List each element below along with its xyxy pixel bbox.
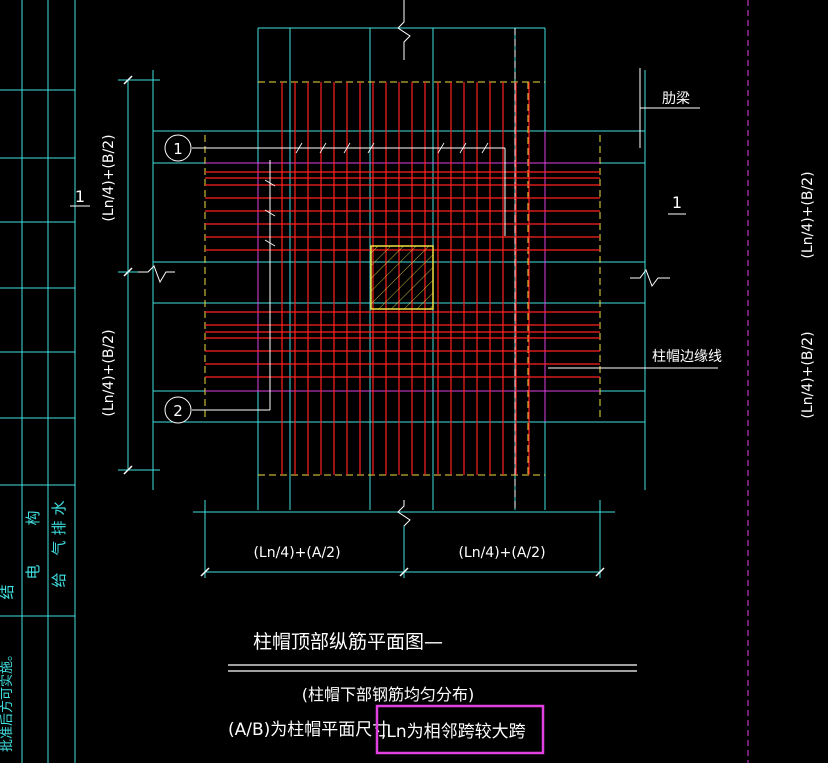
dimension-ticks bbox=[123, 75, 605, 577]
discipline-water-2: 排 bbox=[50, 520, 68, 535]
drawing-note-dimensions: (A/B)为柱帽平面尺寸 bbox=[228, 720, 389, 740]
discipline-structure-1: 结 bbox=[0, 584, 16, 599]
dimension-lines bbox=[118, 79, 601, 578]
title-block bbox=[0, 0, 76, 763]
callout-2: 2 bbox=[164, 396, 192, 424]
dim-bottom-left: (Ln/4)+(A/2) bbox=[253, 545, 340, 561]
discipline-water-3: 水 bbox=[50, 500, 68, 515]
callout-2-label: 2 bbox=[173, 402, 183, 420]
section-mark-left-label: 1 bbox=[75, 187, 85, 206]
section-mark-right: 1 bbox=[668, 193, 686, 215]
discipline-structure-2: 构 bbox=[24, 510, 42, 525]
column-section bbox=[370, 245, 434, 310]
discipline-electric-2: 气 bbox=[50, 540, 68, 555]
dim-left-bottom: (Ln/4)+(B/2) bbox=[101, 329, 117, 416]
drawing-subtitle: (柱帽下部钢筋均匀分布) bbox=[302, 685, 475, 704]
cap-edge-dashed bbox=[204, 28, 601, 510]
dim-right-bottom: (Ln/4)+(B/2) bbox=[800, 331, 816, 418]
callout-1-label: 1 bbox=[173, 140, 183, 158]
dim-right-top: (Ln/4)+(B/2) bbox=[800, 171, 816, 258]
highlight-box bbox=[375, 704, 545, 755]
discipline-water-1: 给 bbox=[50, 572, 68, 587]
title-block-labels: 结 构 电 气 给 排 水 批准后方可实施。 bbox=[0, 500, 68, 752]
label-cap-edge: 柱帽边缘线 bbox=[652, 349, 722, 365]
dim-left-top: (Ln/4)+(B/2) bbox=[101, 134, 117, 221]
drawing-title: 柱帽顶部纵筋平面图— bbox=[253, 631, 443, 653]
discipline-electric-1: 电 bbox=[24, 564, 42, 579]
label-beam: 肋梁 bbox=[662, 91, 690, 107]
section-mark-left: 1 bbox=[70, 187, 90, 207]
cap-edge-magenta bbox=[205, 131, 600, 422]
callout-1: 1 bbox=[164, 134, 192, 162]
approval-note: 批准后方可实施。 bbox=[0, 648, 15, 752]
callout-leaders bbox=[192, 68, 718, 411]
drawing-note-span: ,Ln为相邻跨较大跨 bbox=[381, 722, 526, 742]
dim-bottom-right: (Ln/4)+(A/2) bbox=[458, 545, 545, 561]
section-mark-right-label: 1 bbox=[672, 193, 682, 212]
